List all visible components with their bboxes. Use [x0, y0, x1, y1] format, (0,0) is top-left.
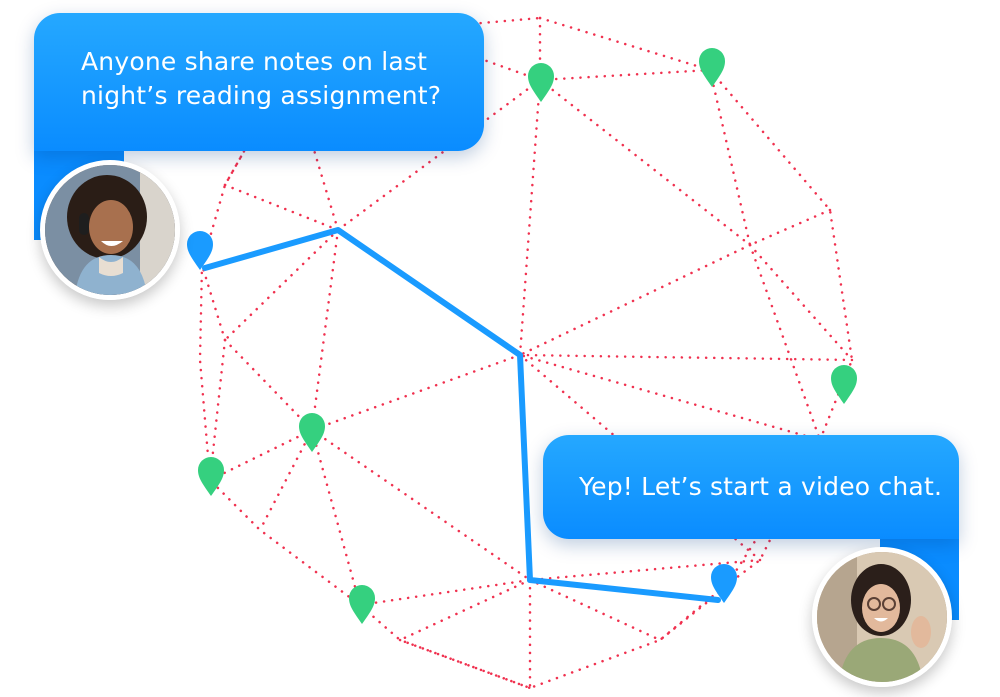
- message-text: Yep! Let’s start a video chat.: [579, 472, 943, 501]
- user-photo: [45, 165, 175, 295]
- avatar: [40, 160, 180, 300]
- map-pin-icon: [699, 48, 725, 87]
- route-line: [202, 227, 721, 603]
- message-bubble-incoming: Anyone share notes on last night’s readi…: [34, 13, 484, 151]
- dotted-connections: [198, 16, 854, 690]
- green-pins: [198, 48, 857, 624]
- map-pin-icon: [831, 365, 857, 404]
- user-photo: [817, 552, 947, 682]
- blue-pins: [187, 231, 737, 603]
- avatar: [812, 547, 952, 687]
- map-pin-icon: [299, 413, 325, 452]
- map-pin-icon: [187, 231, 213, 270]
- map-pin-icon: [528, 63, 554, 102]
- map-pin-icon: [349, 585, 375, 624]
- message-bubble-outgoing: Yep! Let’s start a video chat.: [543, 435, 959, 539]
- map-pin-icon: [711, 564, 737, 603]
- map-pin-icon: [198, 457, 224, 496]
- message-line: Anyone share notes on last: [81, 47, 428, 76]
- message-line: night’s reading assignment?: [81, 81, 442, 110]
